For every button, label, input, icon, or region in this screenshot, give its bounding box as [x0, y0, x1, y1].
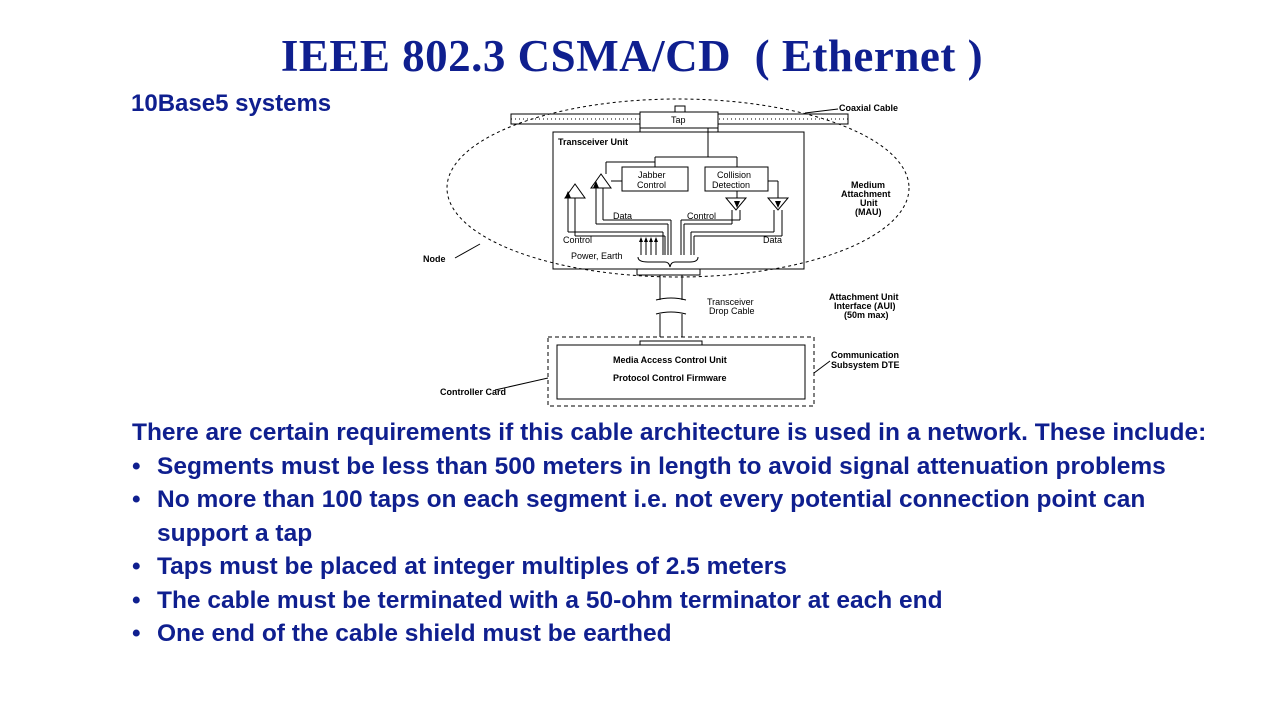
- requirements-list: • Segments must be less than 500 meters i…: [132, 450, 1222, 651]
- comm-subsystem-label-1: Communication: [831, 350, 899, 360]
- transceiver-unit-label: Transceiver Unit: [558, 137, 628, 147]
- list-item-text: One end of the cable shield must be eart…: [157, 620, 672, 647]
- collision-label-2: Detection: [712, 180, 750, 190]
- requirements-section: There are certain requirements if this c…: [132, 416, 1222, 651]
- node-boundary: [446, 98, 910, 278]
- mau-label-4: (MAU): [855, 207, 882, 217]
- data-right-label: Data: [763, 235, 782, 245]
- aui-label-2: Interface (AUI): [834, 301, 896, 311]
- list-item-text: No more than 100 taps on each segment i.…: [157, 486, 1146, 547]
- list-item-text: Segments must be less than 500 meters in…: [157, 452, 1166, 480]
- slide-subtitle: 10Base5 systems: [131, 90, 332, 117]
- controller-card-box: [547, 336, 815, 407]
- comm-subsystem-label-2: Subsystem DTE: [831, 360, 900, 370]
- drop-cable-label-1: Transceiver: [707, 297, 754, 307]
- bullet-icon: •: [132, 452, 141, 480]
- transceiver-unit-box: [552, 131, 805, 270]
- data-left-label: Data: [613, 211, 632, 221]
- list-item: • Taps must be placed at integer multiple…: [132, 550, 1222, 584]
- list-item-text: The cable must be terminated with a 50-o…: [157, 586, 943, 614]
- bullet-icon: •: [132, 620, 141, 647]
- collision-label-1: Collision: [717, 170, 751, 180]
- mau-label-3: Unit: [860, 198, 878, 208]
- slide-title: IEEE 802.3 CSMA/CD ( Ethernet ): [280, 31, 984, 81]
- aui-label-1: Attachment Unit: [829, 292, 899, 302]
- list-item: • No more than 100 taps on each segment i…: [132, 483, 1222, 550]
- list-item-text: Taps must be placed at integer multiples…: [157, 553, 787, 580]
- aui-label-3: (50m max): [844, 310, 889, 320]
- power-earth-label: Power, Earth: [571, 251, 623, 261]
- jabber-label-2: Control: [637, 180, 666, 190]
- intro-text: There are certain requirements if this c…: [132, 419, 1207, 446]
- list-item: • The cable must be terminated with a 50-…: [132, 584, 1222, 618]
- drop-cable-label-2: Drop Cable: [709, 306, 755, 316]
- protocol-firmware-label: Protocol Control Firmware: [613, 373, 727, 383]
- bullet-icon: •: [132, 553, 141, 580]
- tap-label: Tap: [671, 115, 686, 125]
- mac-unit-box: [556, 344, 806, 400]
- controller-card-label: Controller Card: [440, 387, 506, 397]
- mau-label-1: Medium: [851, 180, 885, 190]
- control-middle-label: Control: [687, 211, 716, 221]
- bullet-icon: •: [132, 586, 141, 614]
- control-left-label: Control: [563, 235, 592, 245]
- bullet-icon: •: [132, 486, 141, 513]
- mau-label-2: Attachment: [841, 189, 891, 199]
- coaxial-cable-label: Coaxial Cable: [839, 103, 898, 113]
- mac-unit-label: Media Access Control Unit: [613, 355, 727, 365]
- jabber-label-1: Jabber: [638, 170, 666, 180]
- node-label: Node: [423, 254, 446, 264]
- list-item: • One end of the cable shield must be ear…: [132, 617, 1222, 651]
- list-item: • Segments must be less than 500 meters i…: [132, 450, 1222, 484]
